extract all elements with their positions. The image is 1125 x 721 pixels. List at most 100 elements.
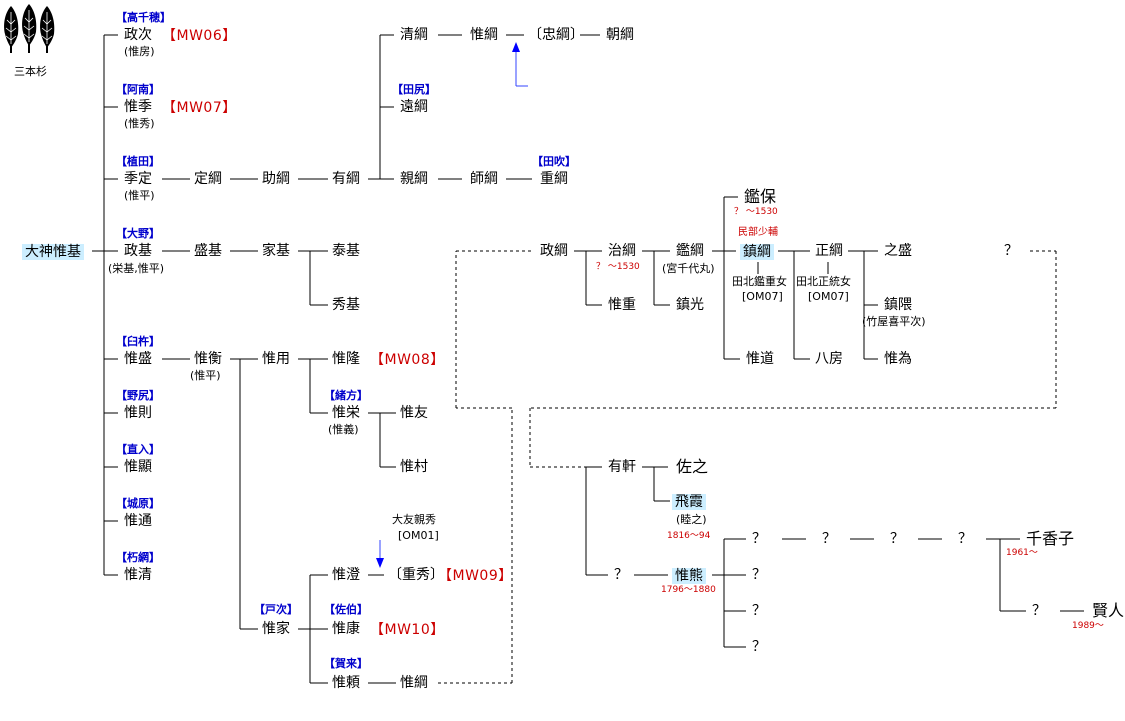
person-name: ？ xyxy=(752,639,766,655)
life-dates: 1961～ xyxy=(1006,548,1038,558)
life-dates: ？ ～1530 xyxy=(734,207,778,217)
person-name: 惟通 xyxy=(124,513,152,529)
clan-label: 【臼杵】 xyxy=(116,335,160,348)
person-name: 惟清 xyxy=(124,567,152,583)
life-dates: 1796～1880 xyxy=(661,585,716,595)
person-name: 鑑綱 xyxy=(676,243,704,259)
person-alias: (惟平) xyxy=(124,189,155,202)
person-name: 有軒 xyxy=(608,459,636,475)
clan-label: 【賀来】 xyxy=(324,657,368,670)
person-alias: (惟平) xyxy=(190,369,221,382)
person-name: 清綱 xyxy=(400,27,428,43)
person-name: 朝綱 xyxy=(606,27,634,43)
person-name: 飛霞 xyxy=(672,494,706,510)
person-name: 八房 xyxy=(815,351,843,367)
person-name: 惟盛 xyxy=(124,351,152,367)
person-name: ？ xyxy=(822,531,836,547)
person-name: 千香子 xyxy=(1026,529,1075,548)
clan-label: 【緒方】 xyxy=(324,389,368,402)
life-dates: ？ ～1530 xyxy=(596,262,640,272)
reference-code: [OM07] xyxy=(808,290,849,303)
three-cedar-crest-icon xyxy=(4,4,55,53)
person-name: 惟綱 xyxy=(400,675,428,691)
person-name: 鎮光 xyxy=(676,297,704,313)
person-alias: (栄基,惟平) xyxy=(108,262,165,275)
person-name: 惟顯 xyxy=(124,459,152,475)
person-name: 遠綱 xyxy=(400,99,428,115)
person-alias: (惟秀) xyxy=(124,117,155,130)
person-name: 親綱 xyxy=(400,171,428,187)
reference-code: [OM07] xyxy=(742,290,783,303)
reference-code: 【MW10】 xyxy=(370,622,445,638)
person-name: 助綱 xyxy=(262,171,290,187)
person-name: 惟道 xyxy=(746,351,774,367)
person-name: 惟季 xyxy=(124,99,152,115)
person-name: 治綱 xyxy=(608,243,636,259)
person-name: 惟衡 xyxy=(194,351,222,367)
arrowhead xyxy=(376,558,384,568)
person-name: 惟用 xyxy=(262,351,290,367)
person-name: 重綱 xyxy=(540,171,568,187)
clan-label: 【戸次】 xyxy=(254,603,298,616)
clan-label: 【大野】 xyxy=(116,227,160,240)
person-name: ？ xyxy=(752,603,766,619)
title-label: 民部少輔 xyxy=(738,227,778,238)
person-name: ？ xyxy=(890,531,904,547)
person-name: 惟熊 xyxy=(672,568,706,584)
person-name: 正綱 xyxy=(815,243,843,259)
person-name: ？ xyxy=(614,567,628,583)
person-name: 惟栄 xyxy=(332,405,360,421)
person-name: 惟頼 xyxy=(332,675,360,691)
person-name: ？ xyxy=(1004,243,1018,259)
person-name: 家基 xyxy=(262,243,290,259)
person-alias: (竹屋喜平次) xyxy=(862,315,926,328)
person-name: 政次 xyxy=(124,27,152,43)
person-name: 秀基 xyxy=(332,297,360,313)
person-name: 惟村 xyxy=(400,459,428,475)
person-name: 季定 xyxy=(124,171,152,187)
root-person: 大神惟基 xyxy=(22,244,84,260)
person-name: ？ xyxy=(752,567,766,583)
person-alias: (宮千代丸) xyxy=(662,262,715,275)
life-dates: 1989～ xyxy=(1072,621,1104,631)
person-name: 定綱 xyxy=(194,171,222,187)
clan-label: 【阿南】 xyxy=(116,83,160,96)
clan-label: 【佐伯】 xyxy=(324,603,368,616)
person-name: 師綱 xyxy=(470,171,498,187)
person-name: 有綱 xyxy=(332,171,360,187)
person-name: ？ xyxy=(958,531,972,547)
person-name: 惟家 xyxy=(262,621,290,637)
clan-label: 【野尻】 xyxy=(116,389,160,402)
clan-label: 【植田】 xyxy=(116,155,160,168)
clan-label: 【田尻】 xyxy=(392,83,436,96)
person-name: 惟友 xyxy=(400,405,428,421)
person-alias: (睦之) xyxy=(676,513,707,526)
crest-label: 三本杉 xyxy=(14,65,47,78)
person-name: 政綱 xyxy=(540,243,568,259)
reference-code: 【MW07】 xyxy=(162,100,237,116)
spouse-label: 田北鑑重女 xyxy=(732,275,787,288)
life-dates: 1816～94 xyxy=(667,531,711,541)
person-name: 之盛 xyxy=(884,243,912,259)
person-name: 〔忠綱〕 xyxy=(528,27,584,43)
arrowhead xyxy=(512,42,520,52)
clan-label: 【城原】 xyxy=(116,497,160,510)
person-name: 佐之 xyxy=(676,457,709,476)
reference-code: 【MW06】 xyxy=(162,28,237,44)
person-name: 惟澄 xyxy=(332,567,360,583)
person-alias: (惟房) xyxy=(124,45,155,58)
reference-code: 【MW09】 xyxy=(438,568,513,584)
person-name: 鎮隈 xyxy=(884,297,912,313)
clan-label: 【田吹】 xyxy=(532,155,576,168)
person-name: 政基 xyxy=(124,243,152,259)
person-name: 惟為 xyxy=(884,351,912,367)
clan-label: 【高千穂】 xyxy=(116,11,171,24)
person-name: 惟康 xyxy=(332,621,360,637)
person-alias: (惟義) xyxy=(328,423,359,436)
reference-code: 【MW08】 xyxy=(370,352,445,368)
person-name: 惟綱 xyxy=(470,27,498,43)
note-label: 大友親秀 xyxy=(392,513,436,526)
reference-code: [OM01] xyxy=(398,529,439,542)
